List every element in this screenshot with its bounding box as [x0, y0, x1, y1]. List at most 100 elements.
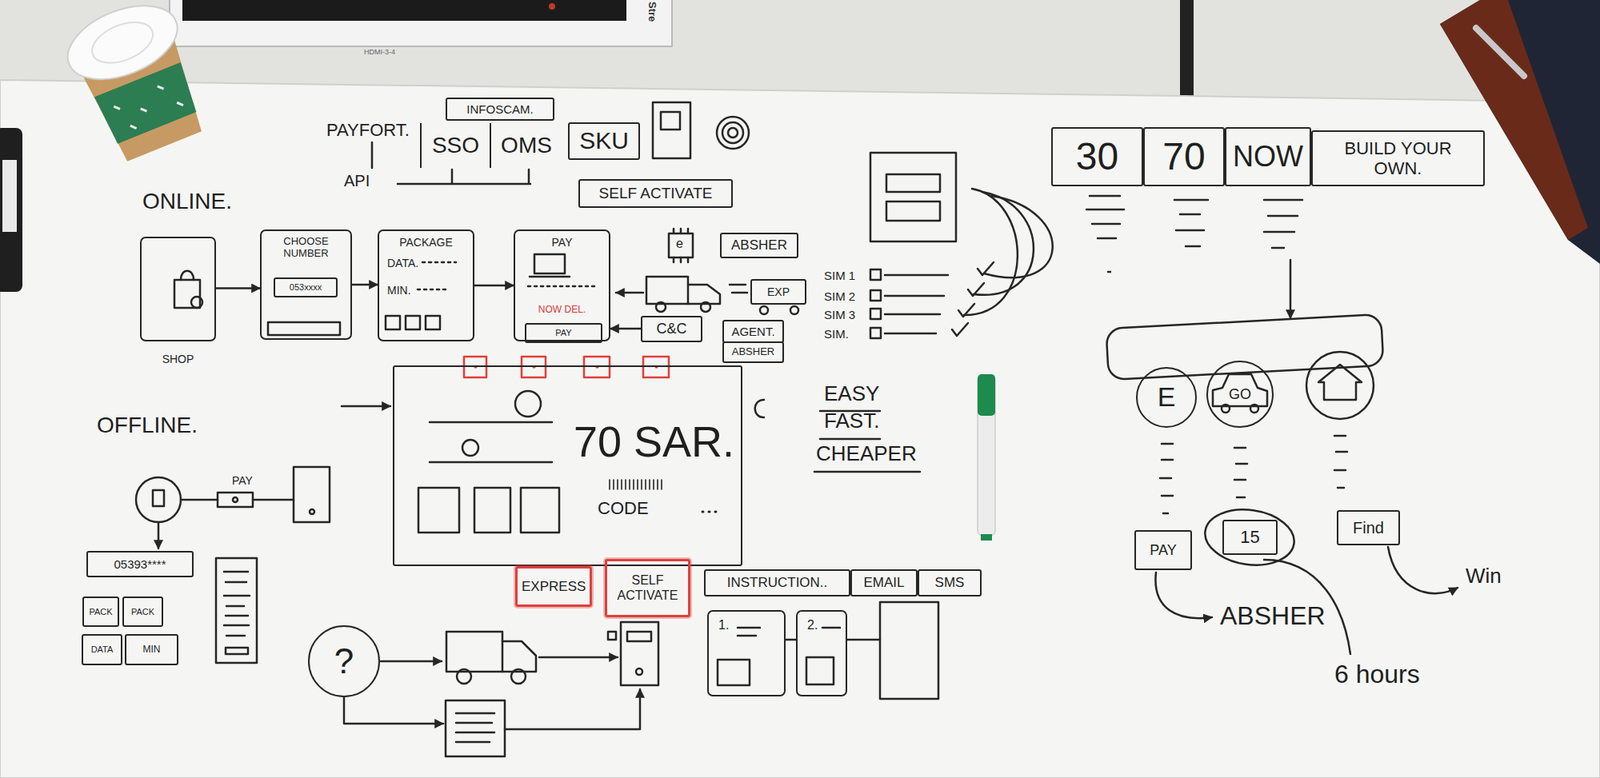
process-box: AGENT.	[722, 320, 784, 344]
process-box: ABSHER	[720, 232, 799, 259]
node-text: NOW DEL.	[538, 304, 586, 316]
process-box: INFOSCAM.	[445, 97, 555, 121]
blank-screen	[880, 602, 939, 700]
form-line	[429, 461, 552, 464]
node-text: SKU	[579, 127, 629, 156]
car-wheel	[1250, 404, 1259, 413]
label-holder: ABSHER	[1220, 601, 1326, 632]
node-text: 053xxxx	[289, 282, 322, 293]
truck-wheel	[700, 302, 711, 312]
label-holder: SIM 2	[824, 289, 856, 304]
home-circle	[1306, 352, 1374, 420]
label-holder: API	[344, 172, 370, 191]
process-box: NOW	[1224, 127, 1312, 187]
chip-icon	[668, 233, 693, 258]
sweep-curve	[973, 192, 1034, 296]
car-body	[1212, 374, 1268, 407]
pin-icon	[515, 391, 541, 417]
find-leader	[1388, 547, 1458, 594]
option-bar	[1106, 314, 1384, 380]
process-box: MIN	[124, 634, 179, 666]
exp-wheel	[790, 306, 799, 315]
icon-circle: ?	[308, 625, 380, 698]
node-text: DATA	[91, 644, 114, 656]
label-text: OFFLINE.	[96, 412, 198, 439]
pay-dots	[528, 285, 596, 288]
node-text: EMAIL	[863, 575, 904, 592]
label-holder: HDMI-3-4	[364, 48, 396, 56]
truck-cab	[688, 284, 720, 304]
receipt-lines	[456, 713, 495, 743]
spiral	[728, 128, 738, 138]
check-marks	[952, 262, 994, 336]
circle-dashes	[1334, 436, 1348, 488]
node-text: SHOP	[162, 352, 195, 366]
column-dashes	[1264, 200, 1303, 248]
process-box: C&C	[640, 316, 703, 343]
package-option	[425, 316, 440, 330]
label-text: SIM 3	[824, 308, 856, 322]
label-text: e	[676, 236, 684, 252]
process-box: PAY	[524, 323, 603, 344]
store-icon	[152, 490, 164, 507]
node-text: AGENT.	[731, 324, 775, 339]
label-text: ABSHER	[1220, 601, 1326, 632]
whiteboard	[0, 80, 1600, 778]
option-box: SELF ACTIVATE	[604, 559, 691, 618]
system-cell: SSO	[420, 123, 490, 168]
label-text: EASY	[824, 382, 880, 407]
spiral	[722, 122, 744, 144]
api-bus	[397, 169, 531, 184]
card-icon	[217, 492, 253, 508]
now-arrow	[1289, 260, 1292, 319]
label-text: PAYFORT.	[326, 120, 410, 140]
node-text: OMS	[500, 132, 552, 159]
label-text: PAY	[232, 474, 253, 488]
label-holder: SIM.	[824, 327, 849, 341]
phone-screen: SHOP	[140, 236, 216, 342]
receipt-phone	[216, 558, 257, 664]
node-text: 70 SAR.	[573, 416, 735, 467]
process-box: SKU	[568, 122, 640, 160]
receipt-lines	[224, 572, 250, 636]
label-text: FAST.	[824, 409, 880, 434]
card-chip	[232, 497, 238, 503]
document-field	[886, 174, 940, 192]
bag-handle	[180, 271, 194, 280]
sim-checkbox	[870, 269, 881, 280]
process-box: EMAIL	[850, 569, 918, 597]
node-text: MIN	[143, 644, 161, 656]
label-holder: EASY	[824, 382, 880, 407]
exp-wheel	[760, 306, 768, 315]
truck-body	[646, 276, 688, 304]
step-image	[717, 660, 750, 686]
monitor-bezel	[169, 0, 672, 47]
ellipsis-dots	[702, 511, 716, 514]
delivery-arrow	[616, 292, 644, 295]
speed-lines	[729, 284, 748, 293]
node-text: 30	[1076, 134, 1119, 179]
process-box: PACK	[122, 596, 164, 628]
process-box: BUILD YOUR OWN.	[1311, 130, 1485, 187]
label-text: HDMI-3-4	[364, 48, 396, 56]
node-text: ABSHER	[732, 346, 775, 359]
pen	[1476, 28, 1524, 76]
truck-body	[446, 632, 503, 672]
sweep-curve	[984, 196, 1053, 278]
node-text: PACKAGE	[399, 236, 453, 249]
highlight-ellipse	[1201, 504, 1298, 572]
phone-dot	[636, 668, 643, 676]
label-text: SIM.	[824, 327, 849, 341]
process-box: PACK	[82, 596, 120, 628]
node-text: GO	[1228, 386, 1252, 404]
node-text: MIN.	[387, 284, 412, 297]
receipt	[445, 700, 505, 757]
phone-screen: PACKAGEDATA.MIN.	[377, 229, 475, 342]
ink-sketch	[136, 102, 1458, 757]
label-holder: e	[676, 236, 684, 252]
node-text: 1.	[718, 618, 729, 633]
node-text: BUILD YOUR OWN.	[1338, 138, 1459, 180]
node-text: PAY	[1149, 542, 1176, 560]
node-text: PAY	[555, 328, 572, 339]
